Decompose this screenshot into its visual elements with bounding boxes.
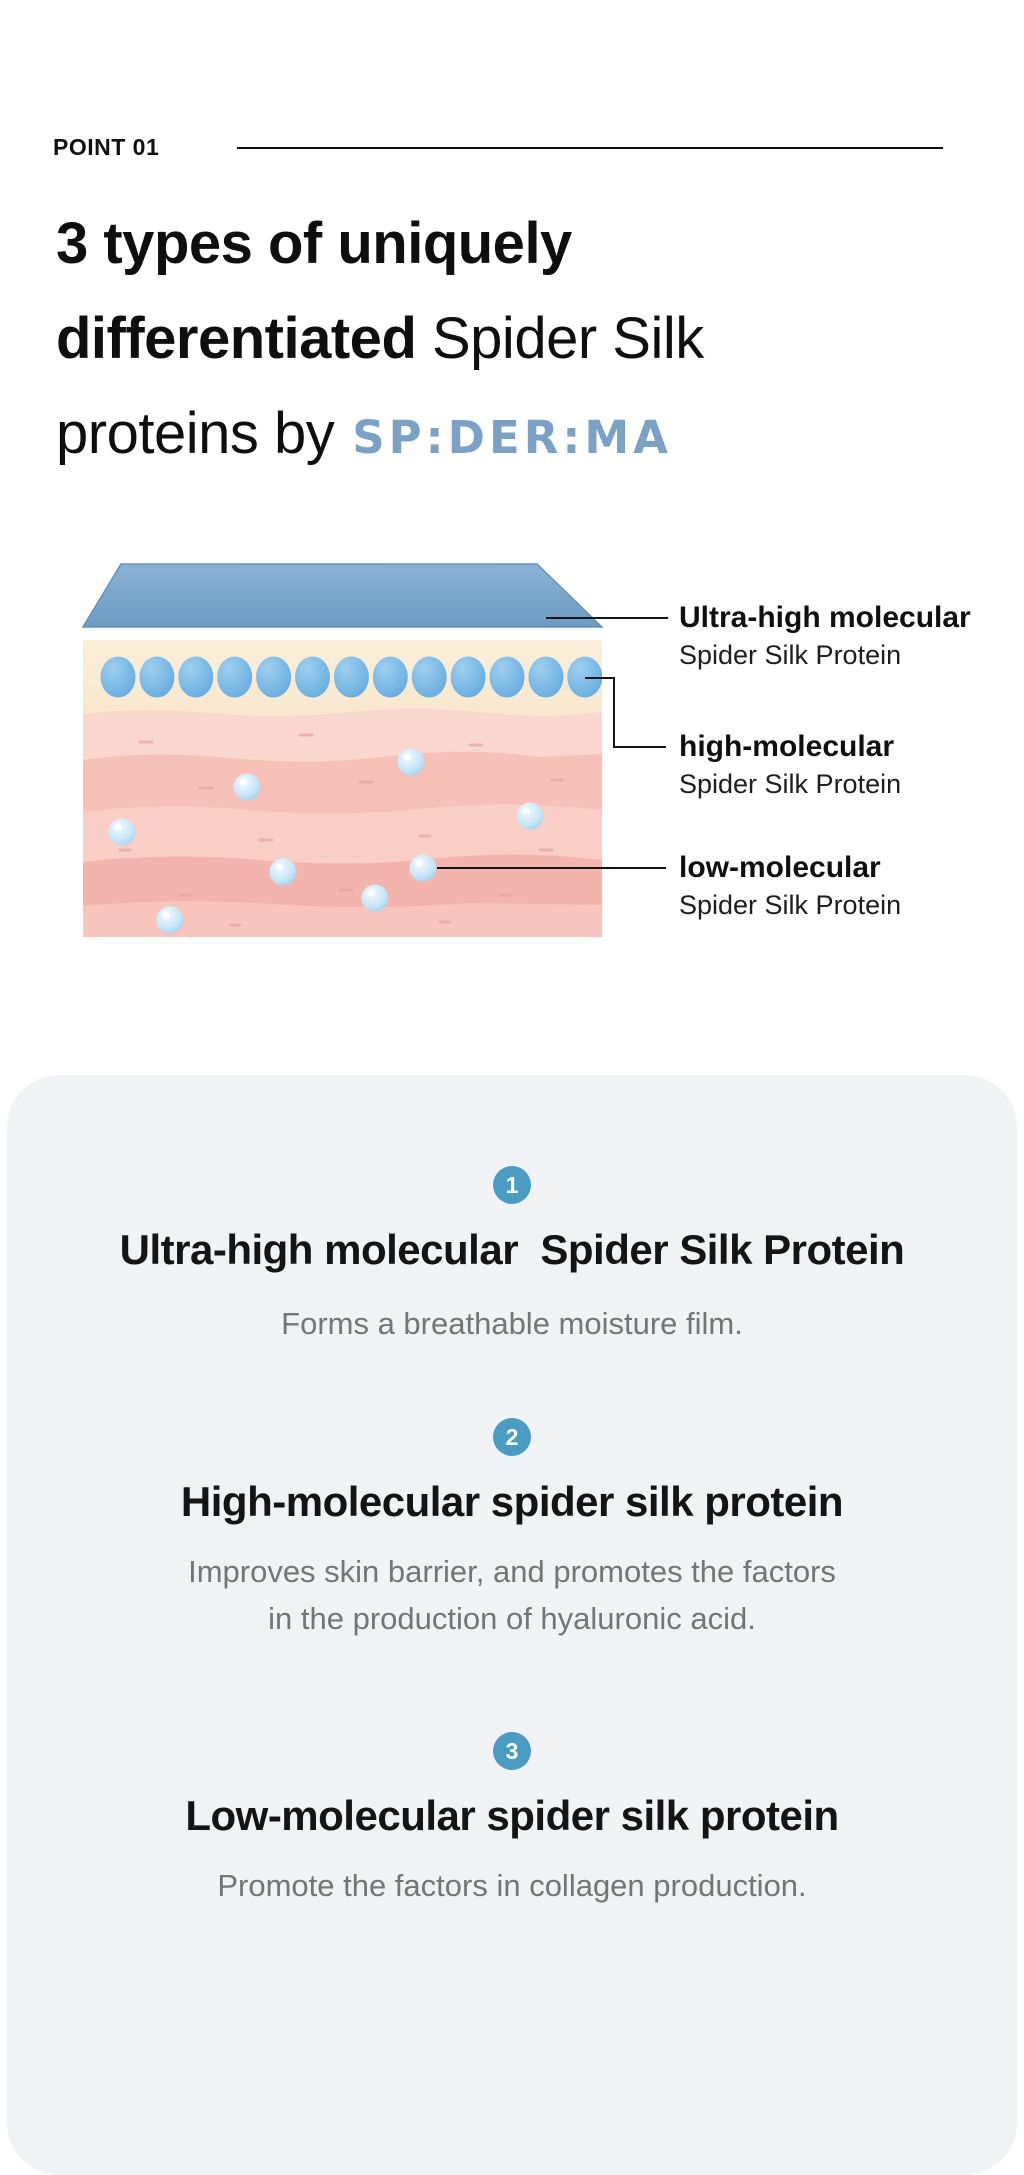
point-rule-line	[237, 147, 943, 149]
protein-bubbles	[108, 748, 544, 934]
diagram-label-high: high-molecular Spider Silk Protein	[679, 730, 902, 799]
title-line-1: 3 types of uniquely	[56, 211, 572, 276]
skin-diagram	[81, 563, 668, 937]
item-1-title: Ultra-high molecular Spider Silk Protein	[119, 1226, 905, 1273]
diagram-label-ultra-high: Ultra-high molecular Spider Silk Protein	[679, 601, 971, 670]
connector-lines	[437, 617, 668, 869]
connector-high	[585, 677, 666, 748]
item-2-title: High-molecular spider silk protein	[180, 1478, 844, 1525]
point-header: POINT 01	[53, 134, 993, 164]
page-title: 3 types of uniquely differentiated Spide…	[56, 196, 1006, 485]
item-1-badge: 1	[493, 1166, 531, 1204]
item-2-description: Improves skin barrier, and promotes the …	[188, 1554, 836, 1636]
item-3-description: Promote the factors in collagen producti…	[217, 1868, 807, 1903]
diagram-label-low: low-molecular Spider Silk Protein	[679, 851, 902, 920]
title-line-2: differentiated Spider Silk	[56, 306, 704, 371]
benefits-card	[7, 1075, 1017, 2175]
moisture-film	[81, 563, 604, 628]
brand-logo: SP:DER:MA	[352, 411, 672, 464]
point-label: POINT 01	[53, 134, 160, 160]
membrane-ovals	[100, 656, 602, 698]
skin-layers	[83, 640, 602, 937]
item-1-description: Forms a breathable moisture film.	[281, 1306, 743, 1341]
item-2-badge: 2	[493, 1418, 531, 1456]
skin-texture-marks	[118, 733, 564, 927]
item-3-badge: 3	[493, 1732, 531, 1770]
product-infographic-page: { "colors": { "accent_badge_blue": "#4A9…	[7, 134, 1017, 2175]
item-3-title: Low-molecular spider silk protein	[185, 1792, 839, 1839]
